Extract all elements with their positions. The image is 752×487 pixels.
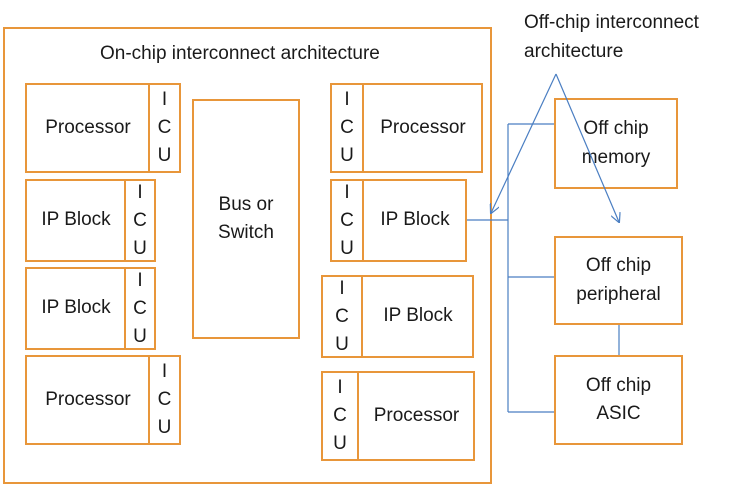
on-chip-title: On-chip interconnect architecture (100, 43, 380, 64)
block-label: IP Block (41, 209, 111, 231)
block-label: IP Block (383, 305, 453, 327)
block-label: IP Block (380, 209, 450, 231)
arrow-to-ip-block (491, 73, 557, 213)
block-label: Processor (373, 404, 460, 426)
off-chip-title-line2: architecture (524, 41, 624, 62)
block-label: IP Block (41, 297, 111, 319)
block-label: Processor (45, 388, 131, 410)
off-chip-title-line1: Off-chip interconnect (524, 12, 699, 33)
block-label: Processor (45, 116, 131, 138)
block-label: Processor (380, 116, 466, 138)
arrow-to-peripheral (555, 73, 619, 222)
